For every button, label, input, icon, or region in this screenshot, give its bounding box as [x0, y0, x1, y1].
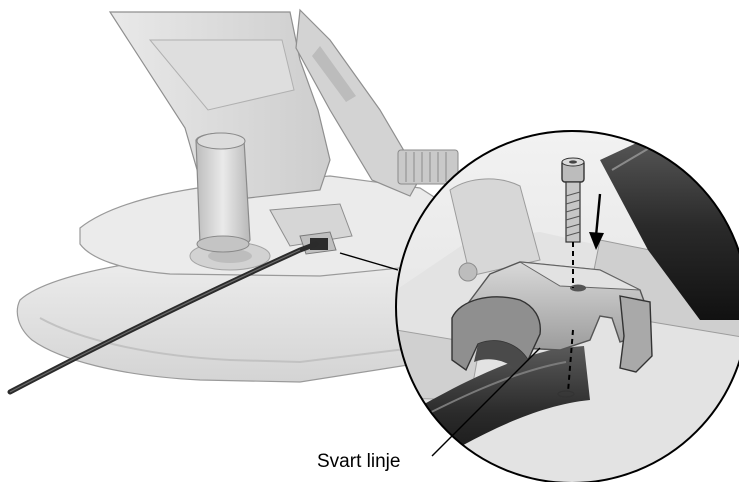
machine-base — [16, 175, 471, 383]
machine-bracket-small — [269, 203, 353, 255]
cable-clamp — [451, 261, 653, 373]
detail-zoom-view — [395, 130, 739, 482]
callout-leader-line — [431, 347, 541, 457]
down-arrow-icon — [589, 193, 604, 250]
callout-label-black-line: Svart linje — [317, 451, 401, 472]
machine-backrest — [108, 8, 459, 201]
machine-post — [195, 132, 251, 253]
cap-screw — [561, 157, 585, 243]
detail-leader-line — [339, 252, 399, 271]
